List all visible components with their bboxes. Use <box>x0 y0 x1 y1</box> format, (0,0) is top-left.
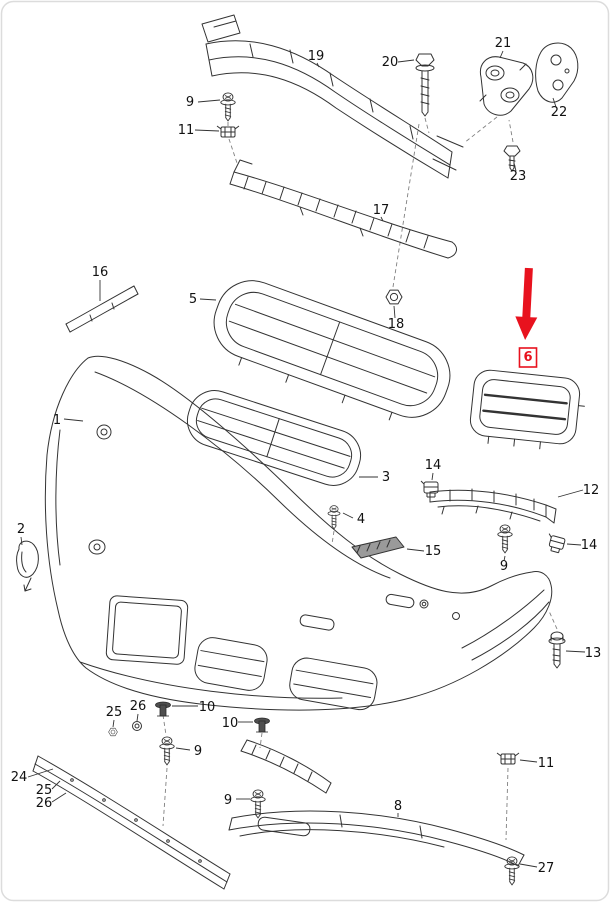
assembly-guide-lines <box>162 116 558 841</box>
part-label-14: 14 <box>581 538 598 553</box>
part-label-22: 22 <box>551 105 568 120</box>
leader-line-23 <box>513 162 517 172</box>
part-label-15: 15 <box>425 544 442 559</box>
leader-line-21 <box>499 50 504 59</box>
part-20-bolt <box>415 53 435 117</box>
part-label-3: 3 <box>382 470 390 485</box>
part-8-lower-spoiler <box>228 810 525 867</box>
spoiler-bracket-strip <box>240 739 332 794</box>
part-label-10: 10 <box>199 700 216 715</box>
part-19-impact-beam <box>201 14 464 179</box>
part-label-21: 21 <box>495 36 512 51</box>
part-label-9: 9 <box>224 793 232 808</box>
part-14-clip <box>544 533 567 555</box>
part-label-10: 10 <box>222 716 239 731</box>
leader-line-12 <box>557 489 584 498</box>
leader-line-24 <box>27 768 54 778</box>
part-label-18: 18 <box>388 317 405 332</box>
part-18-nut <box>385 289 403 305</box>
part-11-clip <box>496 752 520 765</box>
leader-line-1 <box>63 418 84 422</box>
leader-line-9 <box>175 747 191 751</box>
part-label-17: 17 <box>373 203 390 218</box>
part-label-13: 13 <box>585 646 602 661</box>
leader-line-15 <box>406 548 425 552</box>
leader-line-2 <box>20 536 23 546</box>
part-label-9: 9 <box>194 744 202 759</box>
part-10-pushpin <box>254 717 270 733</box>
part-label-14: 14 <box>425 458 442 473</box>
part-23-bolt <box>503 145 521 172</box>
leader-line-26 <box>51 792 67 803</box>
part-13-bolt <box>548 631 566 669</box>
part-label-26: 26 <box>130 699 147 714</box>
leader-line-22 <box>552 97 557 108</box>
part-label-16: 16 <box>92 265 109 280</box>
highlight-arrow <box>515 267 538 340</box>
part-label-25: 25 <box>106 705 123 720</box>
leader-line-14 <box>566 543 582 546</box>
highlight-box <box>518 347 538 368</box>
leader-line-5 <box>199 298 217 301</box>
part-label-6: 6 <box>523 350 532 365</box>
part-label-11: 11 <box>538 756 555 771</box>
part-label-9: 9 <box>186 95 194 110</box>
leader-line-25 <box>112 719 115 728</box>
leader-line-17 <box>380 216 384 222</box>
part-label-4: 4 <box>357 512 365 527</box>
part-label-2: 2 <box>17 522 25 537</box>
part-label-19: 19 <box>308 49 325 64</box>
leader-line-18 <box>393 305 396 319</box>
leader-line-20 <box>397 59 415 63</box>
part-17-cowl-strip <box>229 159 457 259</box>
part-25-nut <box>108 727 118 737</box>
part-6-fog-grille <box>469 369 585 450</box>
part-22-gasket <box>535 42 579 103</box>
leader-line-27 <box>519 863 538 868</box>
part-label-27: 27 <box>538 861 555 876</box>
part-label-12: 12 <box>583 483 600 498</box>
part-11-clip <box>216 125 240 138</box>
leader-line-4 <box>342 512 354 519</box>
part-21-bracket <box>479 56 534 116</box>
part-label-20: 20 <box>382 55 399 70</box>
part-label-1: 1 <box>53 413 61 428</box>
leader-line-11 <box>519 759 538 763</box>
part-label-25: 25 <box>36 783 53 798</box>
leader-line-11 <box>194 129 220 132</box>
leader-line-26 <box>136 713 139 722</box>
part-9-screw <box>159 736 175 766</box>
part-label-11: 11 <box>178 123 195 138</box>
part-1-bumper-cover <box>44 355 553 711</box>
part-label-9: 9 <box>500 559 508 574</box>
part-5-center-grille <box>213 280 451 421</box>
part-2-tow-cover <box>16 540 39 592</box>
part-label-5: 5 <box>189 292 197 307</box>
part-label-23: 23 <box>510 169 527 184</box>
part-9-screw <box>220 92 236 122</box>
leader-line-25 <box>51 780 61 790</box>
leader-line-9 <box>503 555 506 562</box>
part-label-24: 24 <box>11 770 28 785</box>
part-9-screw <box>497 524 513 554</box>
part-label-26: 26 <box>36 796 53 811</box>
part-10-pushpin <box>155 701 171 717</box>
leader-line-13 <box>565 650 586 653</box>
part-12-mounting-rail <box>429 488 557 524</box>
part-26-washer <box>132 721 142 731</box>
part-24-25-26-spoiler-strip <box>32 755 231 890</box>
leader-line-9 <box>197 99 221 103</box>
leader-line-14 <box>431 472 434 481</box>
leader-line-19 <box>316 62 320 68</box>
part-15-side-insert <box>351 536 405 559</box>
part-3-lower-grille <box>186 390 362 486</box>
part-16-side-strip <box>65 285 139 333</box>
part-label-8: 8 <box>394 799 402 814</box>
